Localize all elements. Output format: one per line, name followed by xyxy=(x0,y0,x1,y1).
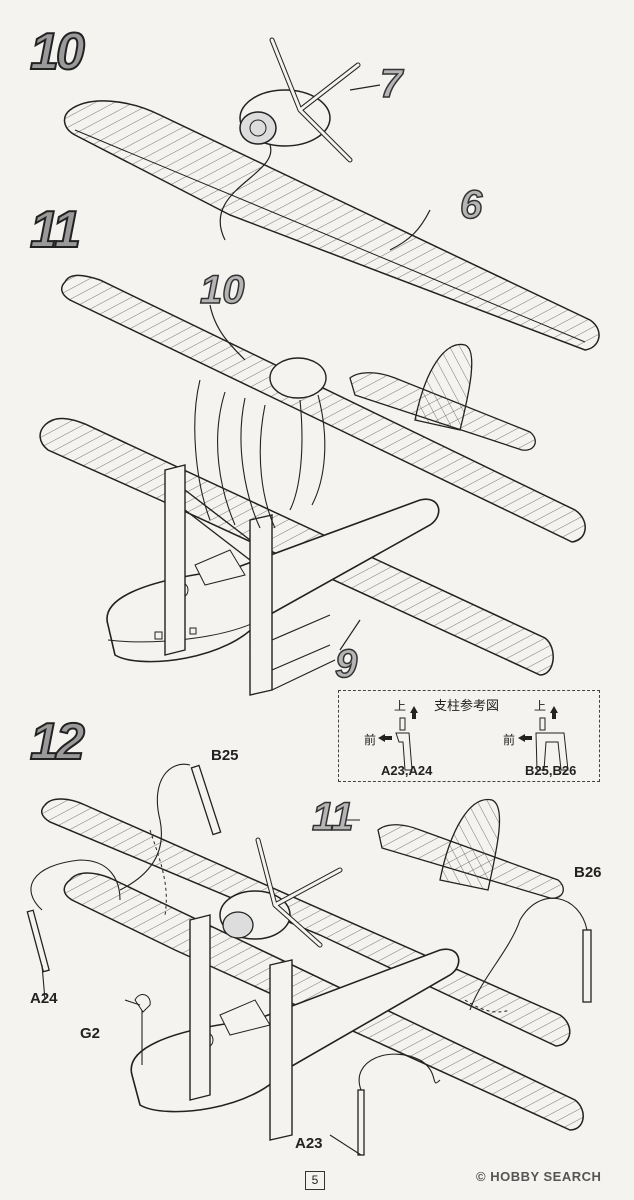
code-b25: B25 xyxy=(211,747,239,764)
watermark: © HOBBY SEARCH xyxy=(476,1169,602,1184)
step12-upper-wing xyxy=(40,798,571,1047)
label-front-a: 前 xyxy=(364,733,377,747)
label-front-b: 前 xyxy=(503,733,516,747)
ref-code-b: B25,B26 xyxy=(525,763,577,778)
step11-drawing xyxy=(39,274,586,696)
strut-a24 xyxy=(26,909,50,973)
part-number-7: 7 xyxy=(379,61,403,107)
step12-drawing xyxy=(26,763,592,1156)
up-arrow-icon-b xyxy=(550,706,558,719)
step-number-11: 11 xyxy=(29,200,82,260)
upper-wing-6 xyxy=(63,100,600,351)
strut-a23 xyxy=(357,1089,365,1156)
hull xyxy=(106,498,440,663)
step10-drawing xyxy=(63,37,600,351)
code-b26: B26 xyxy=(574,864,602,881)
strut-reference-box xyxy=(338,690,600,782)
part-g2 xyxy=(134,994,151,1013)
code-g2: G2 xyxy=(80,1025,101,1042)
upper-wing-10 xyxy=(60,274,586,543)
part-number-11: 11 xyxy=(311,794,354,840)
part-number-6: 6 xyxy=(459,182,483,228)
step-number-10: 10 xyxy=(29,22,86,82)
engine-nacelle-7 xyxy=(239,37,361,163)
strut-reference-icons xyxy=(378,706,569,771)
up-arrow-icon xyxy=(410,706,418,719)
code-a24: A24 xyxy=(30,990,58,1007)
label-up-a: 上 xyxy=(394,699,407,713)
fin xyxy=(414,343,473,431)
step12-hull xyxy=(130,948,460,1113)
strut-b25 xyxy=(190,764,222,836)
code-a23: A23 xyxy=(295,1135,323,1152)
step-number-12: 12 xyxy=(29,712,86,772)
step12-stand xyxy=(189,914,293,1141)
strut-b26 xyxy=(582,929,592,1003)
label-up-b: 上 xyxy=(534,699,547,713)
ref-code-a: A23,A24 xyxy=(381,763,433,778)
page-number: 5 xyxy=(305,1171,325,1190)
step12-fin xyxy=(439,798,501,891)
strut-reference-title: 支柱参考図 xyxy=(434,698,500,713)
part-number-9: 9 xyxy=(334,641,358,687)
front-arrow-icon-b xyxy=(518,734,532,742)
part-number-10: 10 xyxy=(199,267,245,313)
front-arrow-icon xyxy=(378,734,392,742)
